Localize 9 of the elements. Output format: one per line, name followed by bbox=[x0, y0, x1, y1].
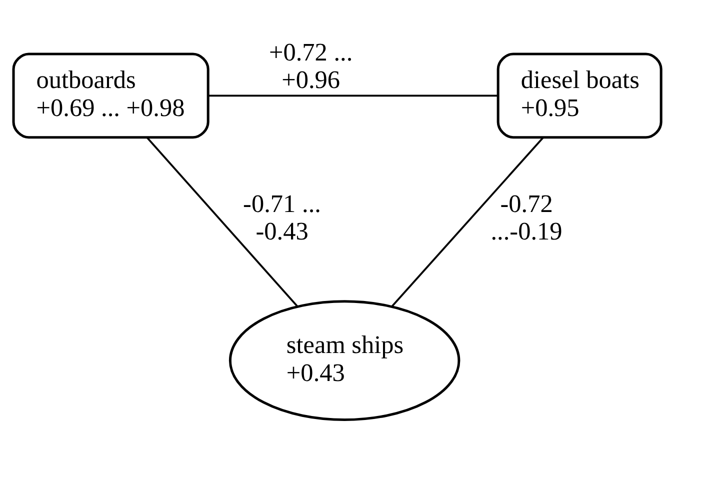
node-box: diesel boats +0.95 bbox=[496, 52, 662, 139]
edge-label: -0.72 ...-0.19 bbox=[490, 190, 562, 246]
connector bbox=[146, 137, 298, 307]
node-ellipse: steam ships +0.43 bbox=[228, 300, 460, 422]
connector bbox=[391, 137, 544, 307]
edge-label: +0.72 ... +0.96 bbox=[268, 38, 353, 94]
connector bbox=[208, 94, 498, 97]
node-box: outboards +0.69 ... +0.98 bbox=[12, 52, 210, 139]
edge-label: -0.71 ... -0.43 bbox=[243, 190, 321, 246]
